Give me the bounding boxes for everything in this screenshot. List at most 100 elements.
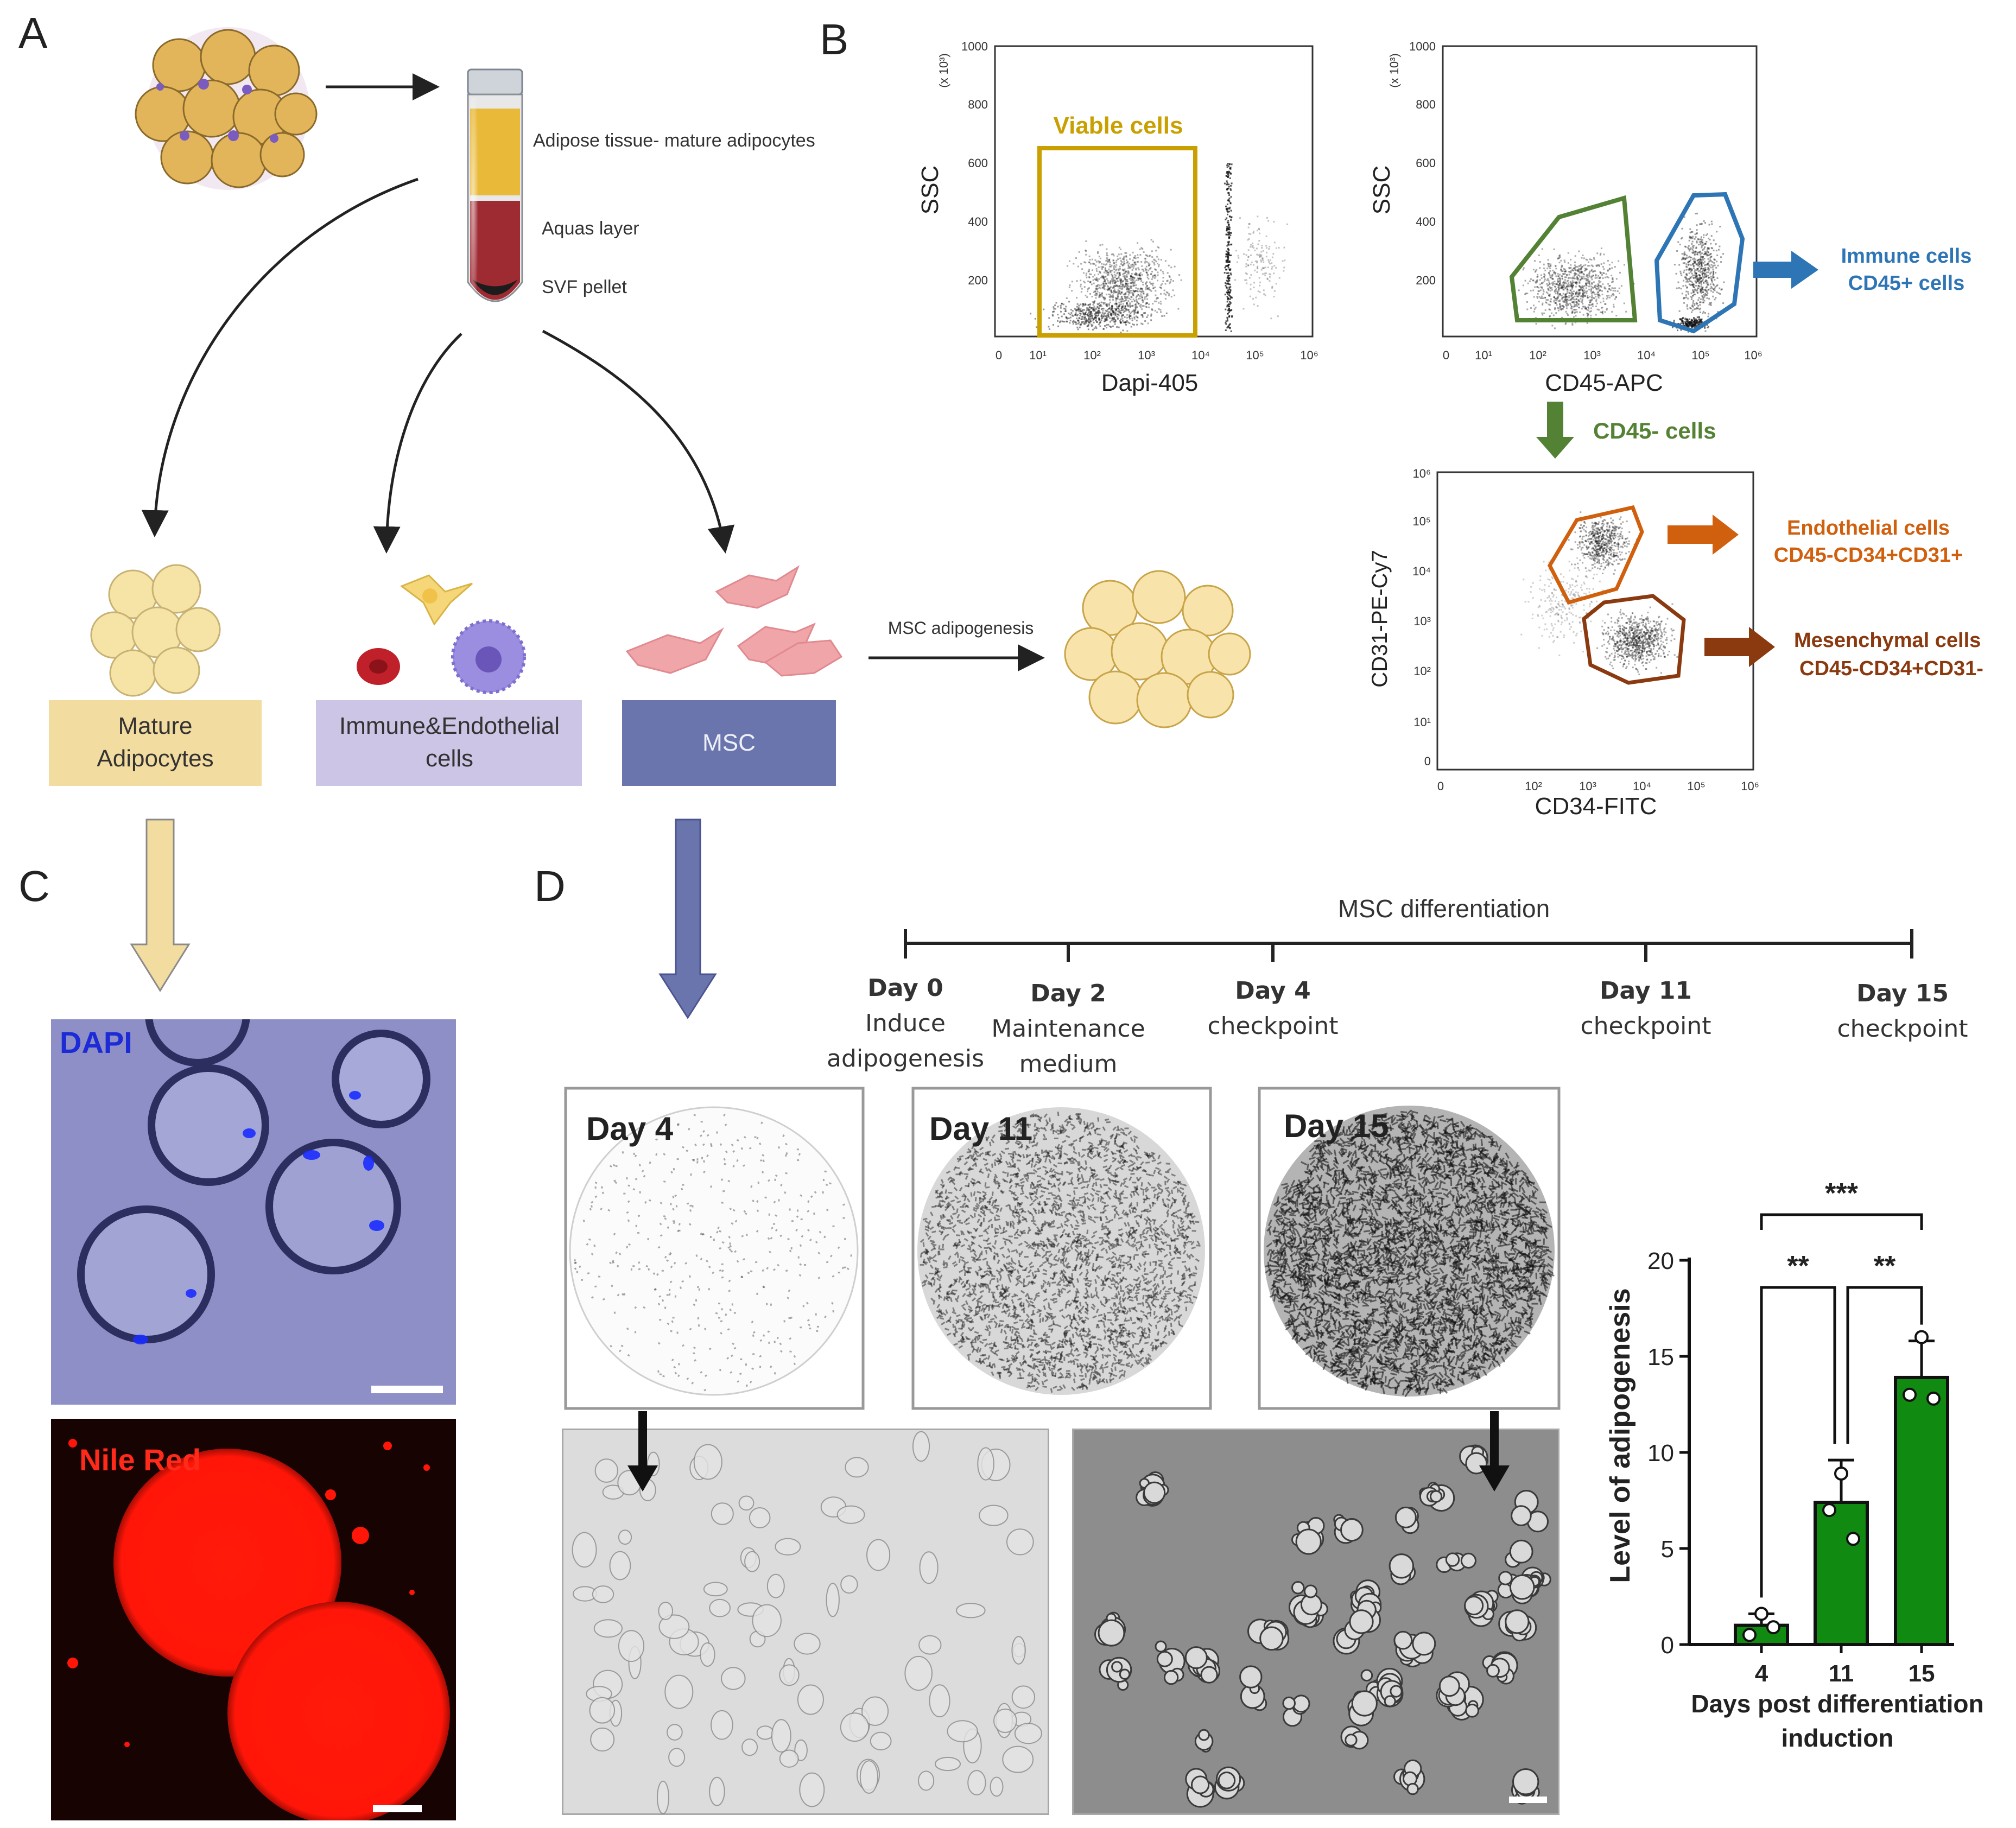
- brightfield-day15-image: [1072, 1429, 1559, 1815]
- plot2-events: [1513, 212, 1725, 333]
- well-label: Day 15: [1284, 1108, 1389, 1144]
- immune-label-line1: Immune cells: [1841, 245, 1972, 268]
- plot3-ytick: 10³: [1413, 614, 1431, 628]
- plot3-xtick: 10²: [1525, 779, 1542, 793]
- mature-box-line2: Adipocytes: [97, 745, 213, 772]
- plot1-xtick: 0: [996, 348, 1002, 362]
- bar-15: [1894, 1375, 1949, 1646]
- tube-label-adipose: Adipose tissue- mature adipocytes: [533, 130, 815, 151]
- dapi-label: DAPI: [60, 1025, 132, 1059]
- y-tick-label: 15: [1647, 1344, 1674, 1370]
- timepoint-day: Day 4: [1235, 977, 1310, 1005]
- plot3-xtick: 10⁵: [1687, 779, 1706, 793]
- panel-d: MSC differentiation Day 0 Induce adipoge…: [562, 818, 1984, 1815]
- endothelial-gate: [1548, 505, 1644, 605]
- dapi-microscopy-image: DAPI: [51, 1019, 456, 1405]
- immune-arrow: [1753, 251, 1818, 289]
- immune-box-line1: Immune&Endothelial: [339, 713, 560, 739]
- plot3-ytick: 10¹: [1413, 715, 1431, 729]
- adipose-tissue-illustration: [135, 27, 318, 190]
- well-day4-stain: [574, 1114, 852, 1392]
- plot3-events: [1520, 511, 1683, 676]
- well-day4: Day 4: [564, 1087, 865, 1410]
- plot2-ytick: 200: [1416, 274, 1436, 287]
- immune-label-line2: CD45+ cells: [1848, 272, 1964, 295]
- plot1-ytick: 1000: [961, 40, 988, 53]
- chart-ylabel: Level of adipogenesis: [1605, 1288, 1636, 1583]
- panel-letter-b: B: [820, 15, 848, 64]
- msc-down-arrow: [658, 818, 717, 1019]
- x-tick-label: 15: [1909, 1660, 1935, 1687]
- y-tick-label: 5: [1661, 1536, 1674, 1563]
- plot2-xtick: 10⁴: [1637, 348, 1656, 362]
- plot3-xtick: 10⁴: [1633, 779, 1651, 793]
- panel-letter-c: C: [18, 862, 50, 910]
- cd45-positive-gate: [1654, 192, 1745, 334]
- plot1-ytick: 600: [968, 156, 988, 170]
- plot1-ytick: 400: [968, 215, 988, 228]
- nile-red-label: Nile Red: [79, 1443, 201, 1477]
- plot2-xtick: 0: [1443, 348, 1449, 362]
- centrifuge-tube: [467, 68, 523, 304]
- well-day11-stain: [920, 1112, 1201, 1393]
- differentiation-timeline: MSC differentiation Day 0 Induce adipoge…: [827, 894, 1968, 1078]
- timepoint-desc: checkpoint: [1837, 1015, 1968, 1043]
- plot2-xtick: 10¹: [1475, 348, 1492, 362]
- endothelial-label-line1: Endothelial cells: [1787, 517, 1950, 539]
- panel-letter-a: A: [18, 9, 48, 57]
- plot1-xlabel: Dapi-405: [1101, 370, 1199, 396]
- plot2-ylabel: SSC: [1368, 166, 1395, 214]
- bf-day4-cells: [572, 1431, 1042, 1814]
- panel-b: Viable cells SSC (x 10³) 1000 800 600 40…: [917, 40, 1983, 820]
- significance-bracket: [1760, 1286, 1836, 1598]
- significance-label: ***: [1825, 1178, 1858, 1209]
- mature-down-arrow: [130, 818, 191, 992]
- immune-endothelial-box: [316, 700, 582, 786]
- mesenchymal-gate: [1582, 594, 1686, 685]
- plot2-xlabel: CD45-APC: [1545, 370, 1663, 396]
- plot3-xtick: 10³: [1579, 779, 1596, 793]
- plot1-ytick: 200: [968, 274, 988, 287]
- immune-box-line2: cells: [426, 745, 473, 772]
- plot2-xtick: 10²: [1529, 348, 1546, 362]
- well-to-image-arrows: [627, 1411, 1510, 1491]
- nile-scale-bar: [373, 1805, 422, 1812]
- plot1-ylabel: SSC: [917, 166, 943, 214]
- plot2-xtick: 10³: [1583, 348, 1601, 362]
- plot3-ytick: 0: [1424, 754, 1431, 768]
- brightfield-day4-image: [562, 1429, 1049, 1815]
- data-point: [1742, 1628, 1757, 1642]
- data-point: [1926, 1391, 1941, 1406]
- cd45-negative-arrow: [1536, 402, 1574, 459]
- timeline-title: MSC differentiation: [1338, 894, 1550, 923]
- mature-adipocytes-box: [49, 700, 262, 786]
- y-tick-label: 10: [1647, 1440, 1674, 1467]
- y-tick-label: 20: [1647, 1248, 1674, 1274]
- plot3-ytick: 10⁵: [1412, 515, 1431, 528]
- chart-xlabel-line2: induction: [1782, 1724, 1894, 1752]
- flow-plot-viability: Viable cells SSC (x 10³) 1000 800 600 40…: [917, 40, 1318, 396]
- x-tick-label: 4: [1755, 1660, 1768, 1687]
- plot1-xtick: 10²: [1083, 348, 1101, 362]
- arrow-to-msc: [542, 329, 735, 554]
- immune-cells-illustration: [357, 574, 526, 694]
- data-point: [1903, 1387, 1917, 1402]
- plot1-xtick: 10⁴: [1191, 348, 1210, 362]
- panel-letter-d: D: [534, 862, 566, 910]
- cd45-negative-label: CD45- cells: [1593, 418, 1716, 443]
- data-point: [1914, 1330, 1929, 1344]
- plot1-xtick: 10⁶: [1300, 348, 1318, 362]
- tube-label-svf: SVF pellet: [542, 277, 627, 297]
- well-label: Day 4: [586, 1110, 674, 1147]
- msc-cells-illustration: [625, 565, 843, 677]
- x-tick-label: 11: [1829, 1660, 1854, 1687]
- arrow-to-immune: [373, 333, 462, 554]
- plot2-xtick: 10⁵: [1691, 348, 1710, 362]
- well-day15-stain: [1264, 1109, 1555, 1398]
- mesenchymal-label-line2: CD45-CD34+CD31-: [1799, 657, 1983, 680]
- well-day15: Day 15: [1258, 1087, 1561, 1410]
- msc-box: [622, 700, 836, 786]
- timepoint-desc: checkpoint: [1207, 1012, 1338, 1040]
- significance-bracket: [1760, 1213, 1923, 1230]
- bf-scale-bar: [1509, 1797, 1547, 1803]
